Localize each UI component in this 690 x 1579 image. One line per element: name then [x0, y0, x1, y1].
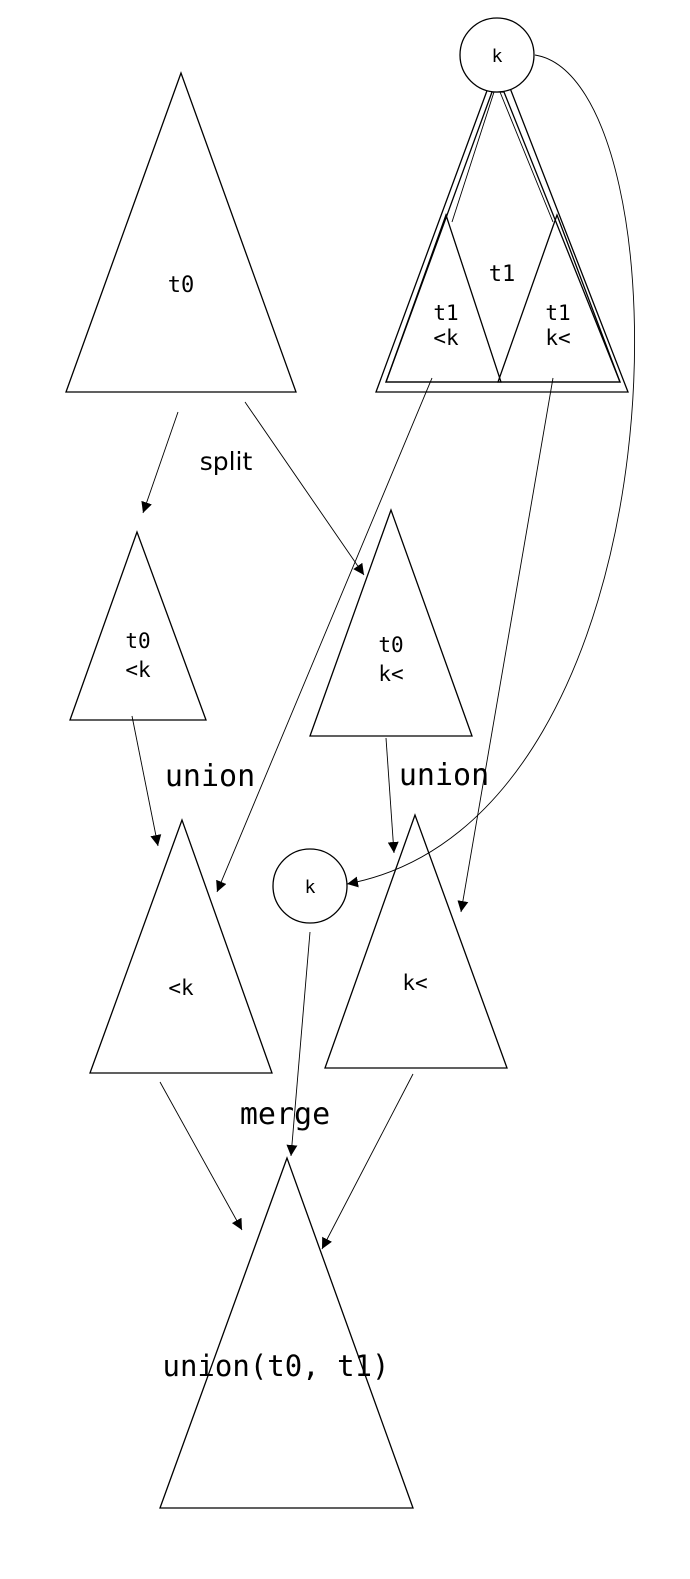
arrow-t0-to-t0-k-less	[244, 401, 365, 576]
arrow-t0-k-less-to-k-less	[385, 737, 399, 854]
label-t1-right-line1: t1	[545, 301, 570, 325]
edge-k-to-t1-left	[451, 91, 495, 223]
label-union-left: union	[165, 759, 255, 794]
label-union-right: union	[399, 758, 489, 793]
tree-t0-k-less	[309, 508, 473, 737]
arrow-t0-to-t0-less-k	[141, 411, 179, 514]
label-k-mid: k	[305, 877, 316, 898]
edge-k-to-t1-right	[499, 91, 554, 223]
label-t0-left-line1: t0	[125, 629, 150, 653]
label-merge: merge	[240, 1097, 330, 1132]
arrow-k-top-to-k-mid	[346, 54, 635, 888]
tree-t0-less-k	[69, 530, 207, 721]
label-t0-left-line2: <k	[125, 658, 151, 682]
label-t1: t1	[489, 262, 516, 287]
arrow-k-less-to-result	[321, 1073, 414, 1250]
tree-t1-outer	[375, 87, 629, 393]
tree-union-result	[159, 1156, 414, 1509]
label-k-top: k	[492, 46, 503, 67]
label-split: split	[200, 447, 253, 476]
arrow-t1-k-less-to-k-less	[457, 377, 554, 913]
label-t0-right-line2: k<	[378, 662, 403, 686]
arrow-k-mid-to-result	[286, 931, 311, 1157]
label-t0: t0	[168, 273, 195, 298]
label-t0-right-line1: t0	[378, 633, 403, 657]
arrow-t1-less-k-to-less-k	[216, 377, 433, 893]
tree-t1-inner	[385, 91, 621, 383]
arrow-t0-less-k-to-less-k	[131, 715, 162, 847]
subtree-t1-less-k	[385, 213, 502, 383]
tree-k-less	[324, 813, 508, 1069]
label-t1-right-line2: k<	[545, 326, 570, 350]
node-k-top	[459, 17, 535, 93]
label-union-result: union(t0, t1)	[163, 1349, 390, 1383]
label-k-less: k<	[402, 971, 427, 995]
label-t1-left-line2: <k	[433, 326, 459, 350]
arrow-less-k-to-result	[159, 1081, 243, 1231]
label-t1-left-line1: t1	[433, 301, 458, 325]
label-less-k: <k	[168, 976, 194, 1000]
tree-t0	[65, 71, 297, 393]
subtree-t1-k-less	[497, 213, 621, 383]
tree-less-k	[89, 818, 273, 1074]
